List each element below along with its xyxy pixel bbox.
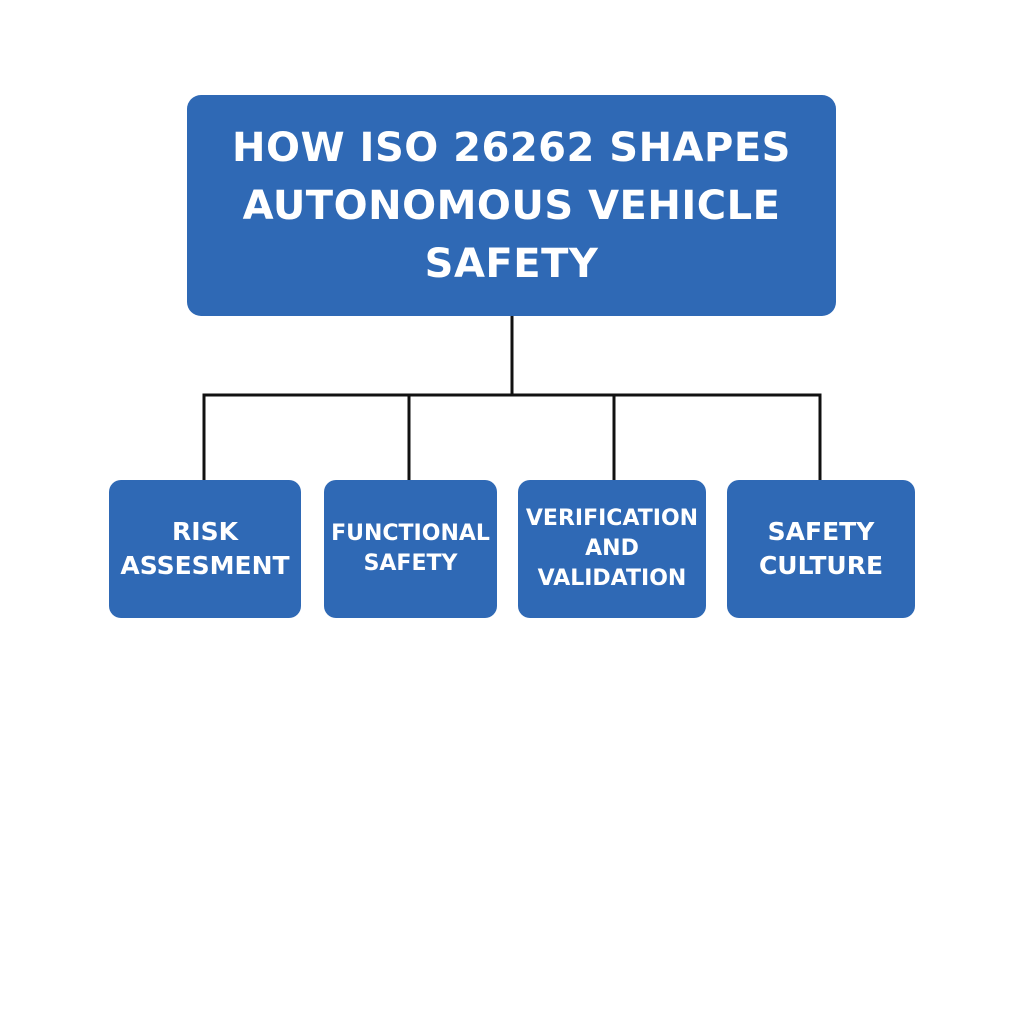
root-node: HOW ISO 26262 SHAPES AUTONOMOUS VEHICLE … — [187, 95, 836, 316]
child-node-safety-culture: SAFETY CULTURE — [727, 480, 915, 618]
child-label: SAFETY CULTURE — [758, 517, 884, 580]
child-label: RISK ASSESMENT — [120, 517, 290, 580]
child-label: FUNCTIONAL SAFETY — [331, 521, 490, 576]
child-node-verification-and-validation: VERIFICATION AND VALIDATION — [518, 480, 706, 618]
child-node-functional-safety: FUNCTIONAL SAFETY — [324, 480, 497, 618]
child-label: VERIFICATION AND VALIDATION — [525, 506, 699, 591]
child-node-risk-assesment: RISK ASSESMENT — [109, 480, 301, 618]
root-title: HOW ISO 26262 SHAPES AUTONOMOUS VEHICLE … — [232, 124, 791, 287]
